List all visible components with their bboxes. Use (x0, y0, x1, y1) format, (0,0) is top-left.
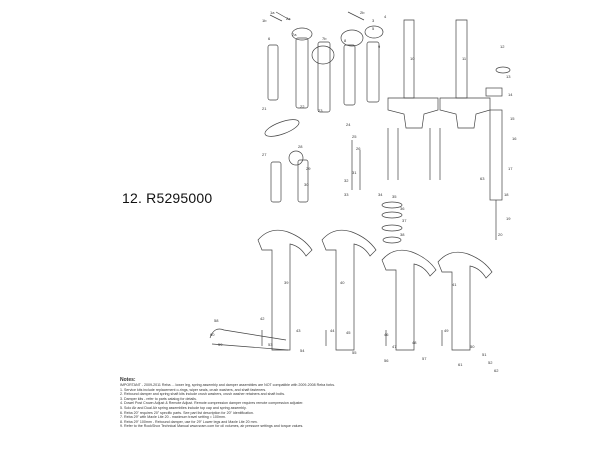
callout-number: 34 (378, 192, 383, 197)
notes-line: 5. Solo Air and Dual Air spring assembli… (120, 405, 247, 410)
callout-number: 2b (360, 10, 365, 15)
callout-number: 20 (498, 232, 503, 237)
callout-number: 58 (214, 318, 219, 323)
callout-number: 8 (344, 38, 347, 43)
callout-number: 50 (470, 344, 475, 349)
callout-number: 17 (508, 166, 513, 171)
callout-number: 53 (268, 342, 273, 347)
callout-number: 43 (296, 328, 301, 333)
callout-number: 13 (506, 74, 511, 79)
notes-line: 8. Reba 29" 100mm - Rebound damper, use … (120, 419, 258, 424)
callout-number: 55 (352, 350, 357, 355)
notes-line: IMPORTANT - 2009-2011 Reba ... lower leg… (120, 383, 335, 387)
notes-title: Notes: (120, 377, 136, 383)
callout-number: 21 (262, 106, 267, 111)
callout-number: 9 (378, 44, 381, 49)
callout-number: 39 (284, 280, 289, 285)
callout-number: 46 (384, 332, 389, 337)
callout-number: 61 (458, 362, 463, 367)
callout-number: 52 (488, 360, 493, 365)
callout-number: 6 (268, 36, 271, 41)
callout-number: 15 (510, 116, 515, 121)
callout-number: 11 (462, 56, 467, 61)
callout-number: 32 (344, 178, 349, 183)
callout-number: 10 (410, 56, 415, 61)
remote-lever-group (264, 119, 361, 203)
callout-number: 44 (330, 328, 335, 333)
notes-line: 3. Damper kits - refer to parts catalog … (120, 396, 197, 401)
seal-stack (381, 201, 403, 244)
callout-number: 41 (452, 282, 457, 287)
notes-line: 2. Rebound damper and spring shaft kits … (120, 392, 286, 397)
callout-number: 60 (210, 332, 215, 337)
callout-number: 45 (346, 330, 351, 335)
callout-number: 28 (298, 144, 303, 149)
notes-line: 6. Reba 20" requires 20" specific parts.… (120, 410, 254, 415)
callout-number: 5 (372, 26, 375, 31)
callout-number: 1b (262, 18, 267, 23)
notes-line: 1. Service kits include replacement o-ri… (120, 387, 267, 392)
callout-number: 29 (306, 166, 311, 171)
callout-number: 19 (506, 216, 511, 221)
callout-number: 36 (400, 206, 405, 211)
callout-number: 12 (500, 44, 505, 49)
callout-number: 7b (322, 36, 327, 41)
callout-number: 1a (270, 10, 275, 15)
callout-number: 35 (392, 194, 397, 199)
callout-number: 16 (512, 136, 517, 141)
notes-line: 4. Dowel Post Crown Adjust & Remote Adju… (120, 401, 304, 406)
callout-number: 2a (286, 16, 291, 21)
callout-number: 40 (340, 280, 345, 285)
callout-number: 62 (494, 368, 499, 373)
part-number-label: 12. R5295000 (122, 190, 213, 206)
callout-number: 30 (304, 182, 309, 187)
callout-number: 7a (292, 32, 297, 37)
callout-number: 33 (344, 192, 349, 197)
callout-number: 47 (392, 344, 397, 349)
callout-number: 37 (402, 218, 407, 223)
lower-leg-assemblies (257, 229, 493, 351)
callout-number: 14 (508, 92, 513, 97)
callout-number: 57 (422, 356, 427, 361)
callout-number: 26 (356, 146, 361, 151)
callout-number: 42 (260, 316, 265, 321)
callout-number: 31 (352, 170, 357, 175)
callout-number: 22 (300, 104, 305, 109)
callout-number: 63 (480, 176, 485, 181)
callout-number: 3 (372, 18, 375, 23)
callout-number: 4 (384, 14, 387, 19)
callout-number: 49 (444, 328, 449, 333)
thru-axle (209, 328, 289, 351)
callout-number: 24 (346, 122, 351, 127)
callout-number: 51 (482, 352, 487, 357)
callout-number: 56 (384, 358, 389, 363)
callout-number: 25 (352, 134, 357, 139)
callout-number: 27 (262, 152, 267, 157)
notes-line: 7. Reba 29" with Maxle Lite 20 - maximum… (120, 415, 226, 420)
top-spring-assemblies (267, 11, 384, 113)
crown-steerer-assembly (387, 19, 511, 240)
callout-number: 18 (504, 192, 509, 197)
callout-number: 23 (318, 108, 323, 113)
callout-number: 38 (400, 232, 405, 237)
callout-number: 48 (412, 340, 417, 345)
notes-line: 9. Refer to the RockShox Technical Manua… (120, 424, 304, 429)
callout-number: 54 (300, 348, 305, 353)
callout-number: 59 (218, 342, 223, 347)
notes-block: Notes: IMPORTANT - 2009-2011 Reba ... lo… (120, 377, 540, 429)
